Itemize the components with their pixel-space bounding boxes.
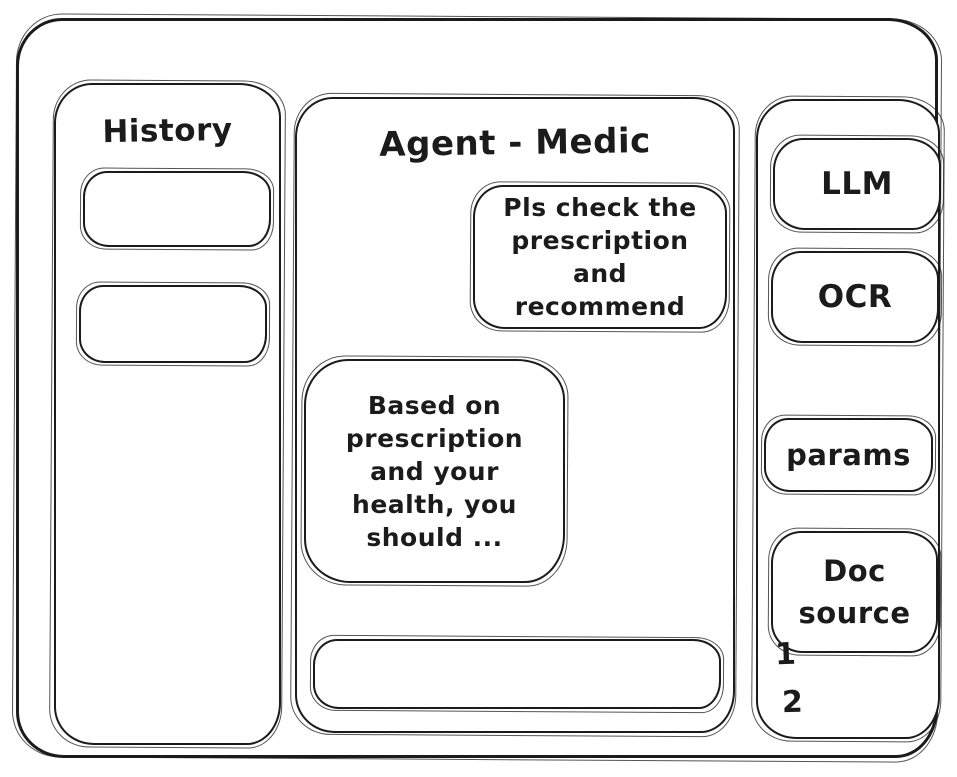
doc-source-button[interactable]: Doc source [771,531,938,653]
ocr-button-label: OCR [817,279,893,315]
user-message-text: Pls check the prescription and recommend [503,193,697,321]
assistant-message-text: Based on prescription and your health, y… [345,390,524,552]
message-input-bar [313,639,721,709]
llm-button[interactable]: LLM [773,138,941,230]
agent-title: Agent - Medic [378,121,652,165]
history-sidebar: History [54,83,281,745]
history-item[interactable] [83,171,271,247]
agent-chat-panel: Agent - Medic Pls check the prescription… [295,97,735,733]
history-title: History [102,111,233,151]
assistant-message-bubble: Based on prescription and your health, y… [304,359,565,583]
doc-source-button-label: Doc source [798,553,911,630]
llm-button-label: LLM [821,166,893,202]
history-item[interactable] [79,285,267,363]
params-button[interactable]: params [764,418,933,492]
app-window-frame: History Agent - Medic Pls check the pres… [16,18,941,758]
doc-source-item-2[interactable]: 2 [781,684,804,721]
doc-source-item-1[interactable]: 1 [774,636,797,673]
message-input[interactable] [315,641,719,707]
user-message-bubble: Pls check the prescription and recommend [473,185,727,329]
params-button-label: params [786,438,911,472]
tools-panel: LLM OCR params Doc source 1 2 [756,99,941,739]
ocr-button[interactable]: OCR [771,251,939,343]
